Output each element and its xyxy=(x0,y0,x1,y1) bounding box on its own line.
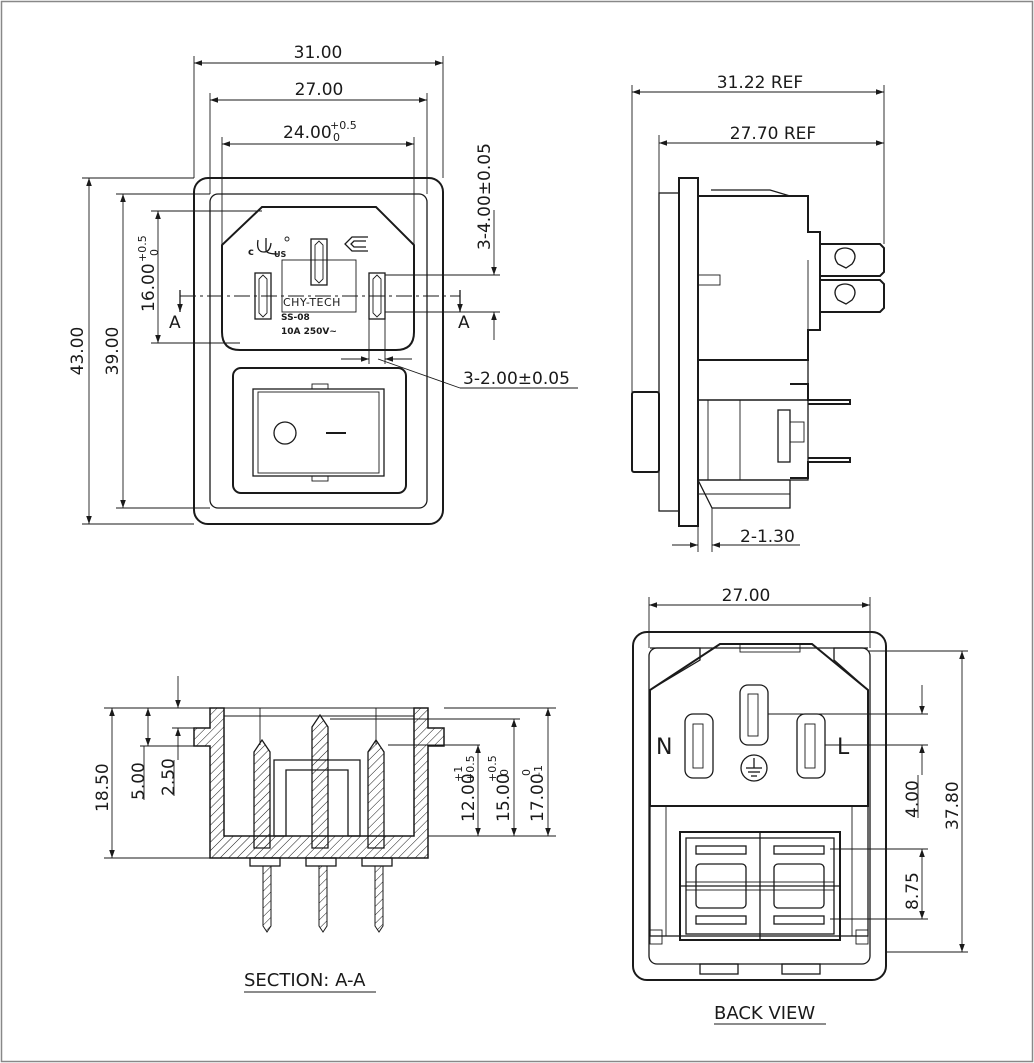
section-title: SECTION: A-A xyxy=(244,970,366,991)
front-outer-frame xyxy=(193,177,444,525)
ccc-logo xyxy=(344,236,368,252)
section-view: 18.50 5.00 2.50 12.00 +1 +0.5 15.00 +0.5… xyxy=(93,676,556,993)
dim-27-00-front: 27.00 xyxy=(295,80,344,100)
svg-text:US: US xyxy=(274,250,286,259)
back-terminal-3 xyxy=(695,915,747,925)
svg-text:+0.5: +0.5 xyxy=(330,119,357,132)
dim-5-00: 5.00 xyxy=(129,762,149,800)
dim-43-00: 43.00 xyxy=(68,327,88,376)
earth-symbol xyxy=(740,754,768,782)
svg-text:+0.5: +0.5 xyxy=(486,755,499,782)
dim-16-00: 16.00 xyxy=(139,263,159,312)
dim-12-00: 12.00 xyxy=(459,773,479,822)
inlet-opening xyxy=(221,206,415,351)
svg-text:-1: -1 xyxy=(532,765,545,776)
dim-37-80: 37.80 xyxy=(943,781,963,830)
back-title: BACK VIEW xyxy=(714,1003,815,1024)
dim-8-75: 8.75 xyxy=(903,872,923,910)
section-pin-2 xyxy=(311,713,329,849)
section-pin-3 xyxy=(367,738,385,849)
model-mark: SS-08 xyxy=(281,313,310,323)
section-mark-right: A xyxy=(458,313,470,333)
svg-text:+0.5: +0.5 xyxy=(464,755,477,782)
front-view: c US CHY-TECH SS-08 10A 250V~ 31.00 27.0… xyxy=(68,43,578,525)
svg-text:+1: +1 xyxy=(452,766,465,782)
svg-text:0: 0 xyxy=(520,769,533,776)
svg-text:0: 0 xyxy=(148,249,161,256)
dim-4-00: 4.00 xyxy=(903,780,923,818)
ul-c-mark: c xyxy=(248,247,254,258)
dim-2-50: 2.50 xyxy=(159,758,179,796)
section-terminal-2 xyxy=(318,865,328,933)
front-inner-frame xyxy=(209,193,428,509)
section-terminal-3 xyxy=(374,865,384,933)
svg-text:0: 0 xyxy=(333,131,340,144)
back-socket-e xyxy=(739,684,769,746)
inlet-center-window xyxy=(281,259,357,313)
switch-rocker xyxy=(252,388,385,477)
dim-18-50: 18.50 xyxy=(93,763,113,812)
back-terminal-2 xyxy=(773,845,825,855)
side-flange xyxy=(678,177,699,527)
section-mark-left: A xyxy=(169,313,181,333)
dim-pin-length: 3-4.00±0.05 xyxy=(475,143,495,250)
svg-text:+0.5: +0.5 xyxy=(136,235,149,262)
back-outer-frame xyxy=(632,631,887,981)
dim-31-22-ref: 31.22 REF xyxy=(717,73,803,93)
side-view: 31.22 REF 27.70 REF 2-1.30 xyxy=(631,73,885,552)
brand-mark: CHY-TECH xyxy=(283,296,341,309)
switch-off-symbol xyxy=(273,421,297,445)
back-socket-n xyxy=(684,713,714,779)
side-tab-upper xyxy=(820,243,885,277)
back-terminal-1 xyxy=(695,845,747,855)
back-view: N L 27.00 37.80 4.00 xyxy=(632,586,968,1025)
side-body xyxy=(697,195,821,361)
section-pin-1 xyxy=(253,738,271,849)
dim-39-00: 39.00 xyxy=(103,327,123,376)
dim-27-00-back: 27.00 xyxy=(722,586,771,606)
dim-flange: 2-1.30 xyxy=(740,527,795,547)
dim-31-00: 31.00 xyxy=(294,43,343,63)
svg-text:0: 0 xyxy=(498,769,511,776)
dim-pin-width: 3-2.00±0.05 xyxy=(463,369,570,389)
earth-pin xyxy=(310,238,328,286)
switch-bezel xyxy=(232,367,407,494)
back-terminal-4 xyxy=(773,915,825,925)
rating-mark: 10A 250V~ xyxy=(281,327,337,337)
label-n: N xyxy=(656,735,672,760)
section-terminal-1 xyxy=(262,865,272,933)
dim-27-70-ref: 27.70 REF xyxy=(730,124,816,144)
dim-24-00: 24.00 xyxy=(283,123,332,143)
ul-logo xyxy=(256,238,279,255)
side-actuator xyxy=(631,391,660,473)
label-l: L xyxy=(837,735,850,760)
back-inlet-body xyxy=(649,643,869,807)
side-tab-lower xyxy=(820,279,885,313)
dim-17-00: 17.00 xyxy=(528,773,548,822)
dim-15-00: 15.00 xyxy=(494,773,514,822)
